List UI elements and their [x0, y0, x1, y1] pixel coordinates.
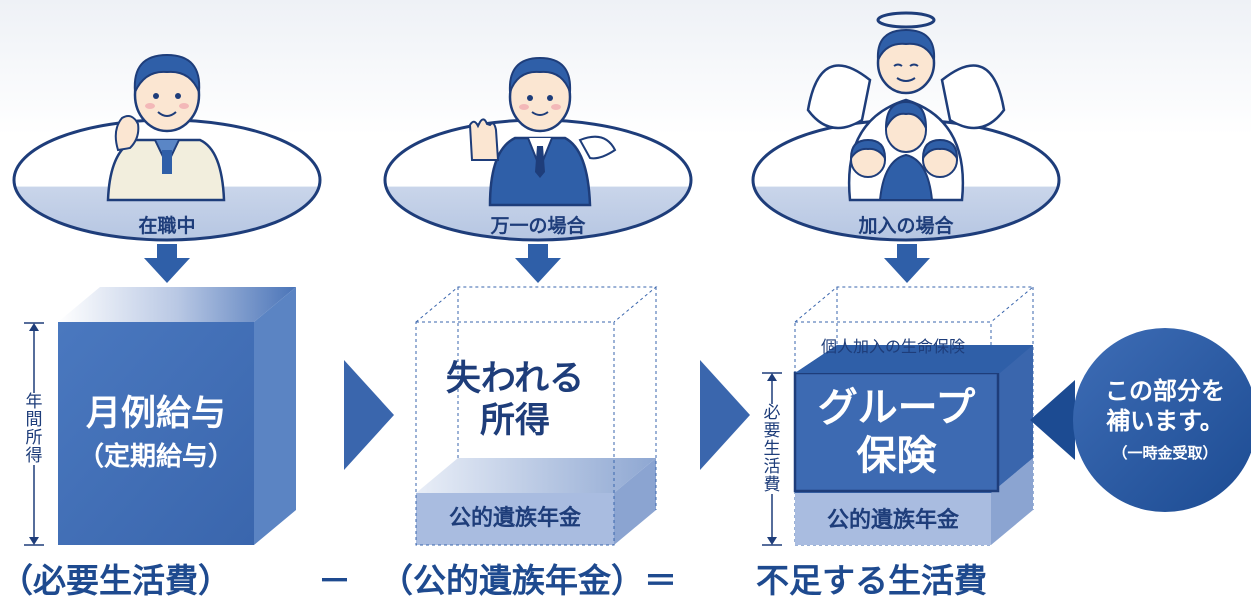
- box2-base-label: 公的遺族年金: [448, 506, 581, 531]
- annual-income-label: 年 間 所 得: [24, 392, 44, 466]
- equation-result-shortfall: 不足する生活費: [756, 561, 987, 600]
- equation-term-survivor-pension: （公的遺族年金）＝: [380, 561, 677, 600]
- callout-badge: [1030, 328, 1251, 512]
- background-band: [0, 0, 1251, 135]
- box3-title-line2: 保険: [856, 433, 937, 479]
- box-monthly-salary: [58, 287, 296, 545]
- box1-title: 月例給与: [85, 394, 226, 434]
- down-arrow-1: [144, 244, 190, 283]
- box3-top-label: 個人加入の生命保険: [820, 337, 965, 356]
- angel-family-illustration: [806, 11, 1006, 202]
- box2-title-line1: 失われる: [445, 359, 585, 399]
- callout-line2: 補います。: [1106, 407, 1224, 435]
- equation-term-living-cost: （必要生活費）: [0, 561, 231, 600]
- man-in-suit-illustration: [468, 56, 617, 207]
- callout-line3: （一時金受取）: [1112, 444, 1218, 462]
- working-man-illustration: [106, 53, 226, 202]
- callout-line1: この部分を: [1105, 377, 1225, 405]
- box-group-insurance: [793, 286, 1035, 546]
- panel-label-in-service: 在職中: [138, 215, 196, 237]
- right-arrow-2: [700, 360, 750, 470]
- box2-title-line2: 所得: [479, 401, 550, 441]
- panel-label-in-case: 万一の場合: [490, 215, 586, 237]
- box-lost-income: [415, 286, 658, 546]
- box1-subtitle: （定期給与）: [77, 442, 234, 472]
- panel-label-when-enrolled: 加入の場合: [858, 215, 954, 237]
- living-cost-label: 必 要 生 活 費: [762, 403, 782, 495]
- down-arrow-3: [884, 244, 930, 283]
- box3-title-line1: グループ: [817, 385, 976, 431]
- right-arrow-1: [344, 360, 394, 470]
- down-arrow-2: [515, 244, 561, 283]
- box3-base-label: 公的遺族年金: [826, 508, 959, 533]
- equation-minus: －: [318, 561, 351, 600]
